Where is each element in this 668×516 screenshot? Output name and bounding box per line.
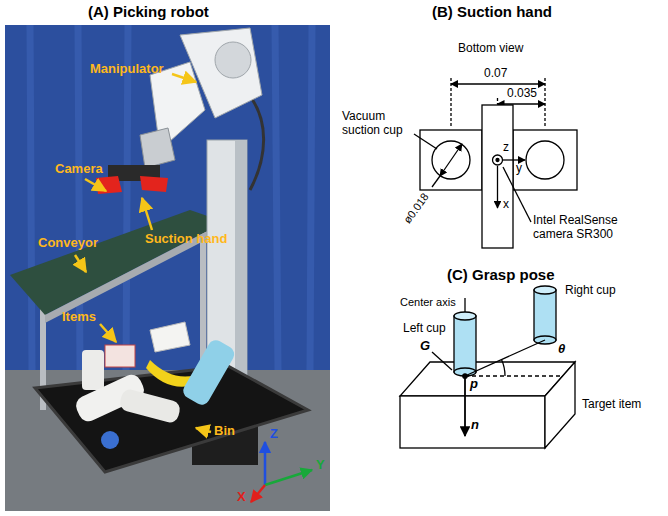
- cup-mount: [420, 130, 482, 190]
- right-cup-body: [534, 290, 556, 340]
- robot-photo: [5, 25, 330, 511]
- diameter-line: [440, 144, 462, 176]
- axis-z: [264, 442, 267, 485]
- suction-pad: [140, 176, 168, 192]
- camera-origin-dot: [496, 159, 499, 162]
- photo-callout: Manipulator: [90, 62, 164, 77]
- suction-cup: [526, 141, 564, 179]
- leader-line: [414, 134, 437, 149]
- photo-callout: Bin: [214, 424, 235, 439]
- extension-line: [544, 78, 545, 128]
- callout-arrows: [75, 74, 211, 432]
- item-side-face: [545, 362, 575, 448]
- suction-cup: [432, 141, 470, 179]
- x-axis-arrow: [497, 166, 498, 208]
- part-label: Left cup: [403, 322, 446, 336]
- view-label: Bottom view: [458, 42, 523, 56]
- part-label: Target item: [582, 398, 641, 412]
- panel-title: (A) Picking robot: [88, 3, 209, 20]
- camera-origin: [493, 155, 503, 165]
- symbol-label: p: [470, 377, 478, 392]
- right-cup-top: [534, 286, 556, 294]
- axis-label: z: [503, 141, 509, 155]
- extension-line: [450, 78, 451, 128]
- leader-line: [432, 352, 452, 370]
- dimension-label: 0.035: [507, 87, 537, 101]
- photo-callout: Suction hand: [145, 232, 227, 247]
- leader-line: [503, 167, 531, 222]
- robot-motor: [215, 42, 251, 78]
- item-cup: [82, 350, 104, 390]
- grasp-pose-drawing: [400, 286, 575, 448]
- curtain-folds: [30, 25, 312, 370]
- suction-pad: [96, 176, 122, 194]
- reference-line: [465, 375, 560, 376]
- axis-label: x: [503, 198, 509, 212]
- cable: [245, 90, 264, 190]
- photo-callout: Conveyor: [38, 236, 98, 251]
- dimension-line: [451, 83, 545, 84]
- axis-label: X: [237, 490, 246, 505]
- symbol-label: G: [420, 339, 430, 354]
- angle-arc: [502, 360, 506, 376]
- item-bottle: [180, 337, 237, 407]
- robot-wrist: [140, 128, 175, 168]
- item-front-face: [400, 396, 545, 448]
- photo-callout: Items: [62, 310, 96, 325]
- part-label: Right cup: [565, 284, 616, 298]
- item-box: [105, 345, 135, 367]
- y-axis-arrow: [503, 159, 525, 160]
- cup-line: [465, 340, 545, 376]
- photo-callout: Camera: [55, 162, 103, 177]
- axis-label: Z: [270, 427, 278, 442]
- item-bottle: [118, 388, 182, 425]
- axis-y: [265, 470, 312, 485]
- dimension-label: ø0.018: [401, 190, 431, 225]
- symbol-label: n: [471, 418, 479, 433]
- normal-arrow: [464, 376, 466, 436]
- symbol-label: θ: [558, 342, 565, 357]
- dimension-label: 0.07: [484, 67, 507, 81]
- axis-label: Center axis: [400, 296, 456, 309]
- part-label: Intel RealSense camera SR300: [533, 214, 651, 242]
- left-cup-body: [454, 316, 476, 372]
- conveyor-belt: [10, 210, 225, 315]
- item-cap: [101, 431, 119, 449]
- part-label: Vacuum suction cup: [342, 110, 416, 138]
- axis-x: [251, 485, 265, 502]
- axis-label: y: [516, 162, 522, 176]
- left-cup-top: [454, 312, 476, 320]
- grasp-point: [463, 374, 467, 378]
- curtain: [5, 25, 330, 511]
- panel-title: (C) Grasp pose: [447, 266, 555, 283]
- extension-line: [497, 98, 498, 105]
- item-box: [150, 322, 190, 352]
- panel-title: (B) Suction hand: [432, 3, 552, 20]
- column-shade: [235, 140, 247, 400]
- diameter-extension: [432, 176, 440, 187]
- axis-label: Y: [316, 458, 325, 473]
